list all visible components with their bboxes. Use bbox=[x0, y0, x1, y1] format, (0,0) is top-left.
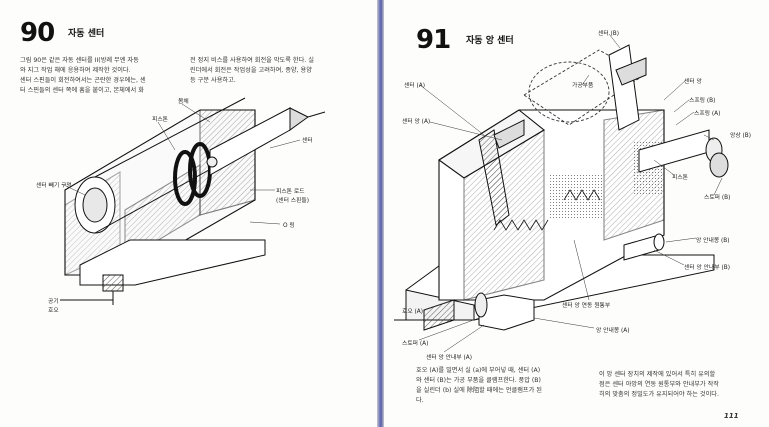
label-interlock: 센터 앙 연동 원통부 bbox=[562, 303, 611, 309]
text-line: 호오 (A)를 밀면서 실 (a)에 부어넣 때, 센터 (A) bbox=[416, 367, 541, 374]
text-line: 다. bbox=[416, 397, 424, 404]
text-line: 터 스핀들의 센터 쪽에 홈을 붙이고, 본체에서 화 bbox=[20, 87, 144, 94]
label-piston-rod: 피스톤 로드 bbox=[276, 189, 305, 195]
label-piston: 피스톤 bbox=[672, 175, 688, 181]
page-number: 111 bbox=[724, 412, 739, 420]
text-line: 히의 맞춤의 정밀도가 유지되어야 하는 것이다. bbox=[599, 391, 719, 398]
label-spring-b: 스프링 (B) bbox=[689, 98, 716, 104]
center-spindle bbox=[206, 107, 326, 176]
label-piston-rod-sub: (센터 스핀들) bbox=[276, 198, 310, 204]
text-line: 그림 90은 같은 자동 센터를 II(방례 무엔 자동 bbox=[20, 57, 139, 64]
book-gutter bbox=[377, 0, 384, 427]
label-piston: 피스톤 bbox=[152, 117, 168, 123]
right-shaft bbox=[638, 129, 729, 178]
label-hose-a: 호오 (A) bbox=[402, 309, 423, 315]
label-center-guide-a: 센터 앙 안내부 (A) bbox=[426, 355, 473, 361]
dual-center-drawing bbox=[394, 33, 729, 353]
label-center-shaft: 센터 앙 bbox=[684, 79, 702, 85]
workpiece-outline bbox=[523, 49, 645, 126]
text-line: 을 실린더 (b) 실에 除阻할 때에는 언클램프가 된 bbox=[416, 387, 542, 394]
label-air: 공기 bbox=[48, 299, 59, 305]
figure-number: 90 bbox=[20, 18, 55, 48]
figure-title: 자동 센터 bbox=[68, 29, 105, 39]
text-line: 와 센터 (B)는 가공 부품을 클램프한다. 풍압 (B) bbox=[416, 377, 541, 384]
label-stopper-b: 스토퍼 (B) bbox=[704, 195, 731, 201]
text-line: 와 지그 작업 해에 응용하여 제작한 것이다. bbox=[20, 67, 131, 74]
label-center-guide-b: 센터 앙 안내부 (B) bbox=[684, 265, 731, 271]
label-o-ring: O 링 bbox=[283, 223, 295, 229]
label-center-puller: 센터 빼기 구멍 bbox=[36, 183, 72, 189]
interlock-spring bbox=[493, 189, 601, 231]
label-spring-a: 스프링 (A) bbox=[694, 111, 721, 117]
base-plate bbox=[60, 239, 266, 305]
label-center-shaft-a: 센터 앙 (A) bbox=[402, 119, 431, 125]
label-body: 몸체 bbox=[178, 99, 189, 105]
label-guide-a: 앙 안내봉 (A) bbox=[596, 328, 630, 334]
figure-title: 자동 앙 센터 bbox=[466, 36, 514, 46]
text-line: 이 앙 센터 장치의 제작에 있어서 특히 유의할 bbox=[599, 371, 716, 378]
text-line: 센터 스핀들이 회전하여서는 곤란한 경우에는, 센 bbox=[20, 77, 146, 84]
leader-lines bbox=[418, 33, 723, 353]
text-line: 등 구분 사용하고. bbox=[190, 77, 236, 84]
text-line: 점은 센터 아앙의 연동 원통부와 안내부가 작작 bbox=[599, 381, 719, 388]
text-line: 린더에서 회전은 작업성을 고려하여, 종양, 용양 bbox=[190, 67, 312, 74]
right-page: 91 자동 앙 센터 bbox=[384, 0, 769, 427]
label-center: 센터 bbox=[302, 138, 313, 144]
dotted-region bbox=[549, 175, 604, 220]
center-a-bracket bbox=[478, 119, 525, 226]
label-shaft-b: 앙상 (B) bbox=[730, 133, 752, 139]
label-center-b: 센터 (B) bbox=[598, 31, 620, 37]
figure-number: 91 bbox=[416, 25, 451, 55]
label-air-sub: 호오 bbox=[48, 308, 59, 314]
auto-center-drawing bbox=[60, 97, 326, 305]
label-stopper-a: 스토퍼 (A) bbox=[402, 341, 429, 347]
center-b-bracket bbox=[608, 44, 647, 131]
leader-lines bbox=[61, 103, 301, 225]
label-guide-b: 앙 안내봉 (B) bbox=[696, 238, 730, 244]
text-line: 전 정지 비스를 사용하여 회전을 막도록 한다. 실 bbox=[190, 57, 314, 64]
left-page: 90 자동 센터 그림 90은 같은 자동 센터를 II(방례 무엔 자동 와 … bbox=[0, 0, 377, 427]
label-center-a: 센터 (A) bbox=[404, 83, 425, 89]
label-workpiece: 가공부품 bbox=[572, 83, 594, 89]
guide-rods bbox=[474, 233, 665, 331]
